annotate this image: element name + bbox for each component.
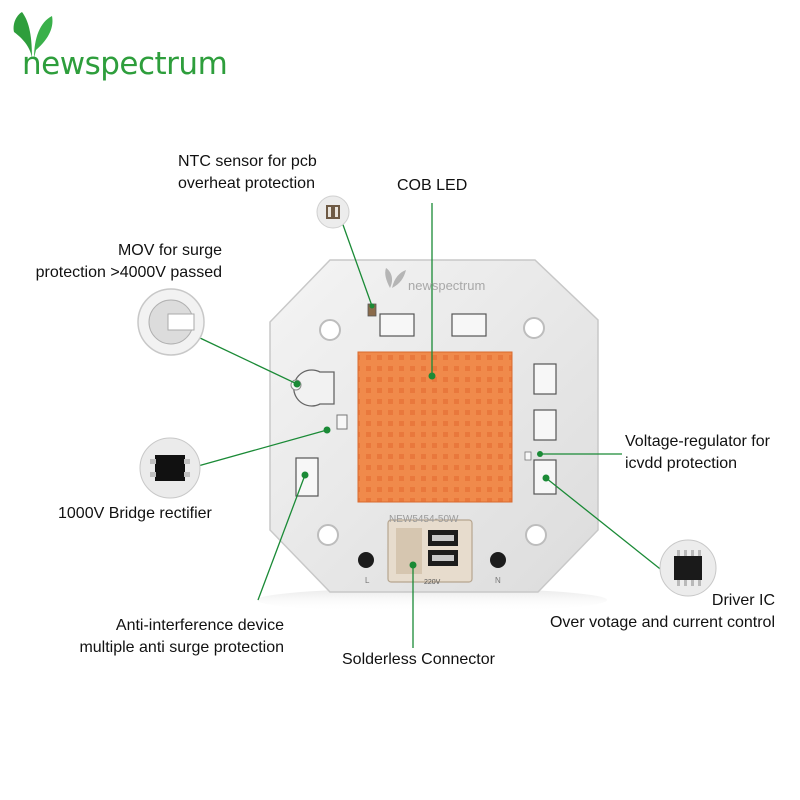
callout-anti-line1: Anti-interference device bbox=[115, 617, 284, 634]
callout-ntc: NTC sensor for pcb overheat protection bbox=[178, 151, 317, 195]
mov-detail-icon bbox=[137, 288, 205, 356]
leader-ntc bbox=[341, 221, 373, 307]
board-logo-leaf-icon bbox=[385, 268, 406, 288]
brand-logo-text: newspectrum bbox=[22, 46, 228, 82]
callout-cob-line1: COB LED bbox=[397, 177, 468, 194]
callout-cob: COB LED bbox=[397, 175, 467, 197]
terminal-hole-left bbox=[358, 552, 374, 568]
ntc-detail-icon bbox=[316, 195, 350, 229]
callout-mov-line2: protection >4000V passed bbox=[35, 264, 222, 281]
terminal-label-left: L bbox=[365, 576, 370, 585]
callout-anti-line2: multiple anti surge protection bbox=[79, 639, 284, 656]
callout-regulator-line1: Voltage-regulator for bbox=[625, 433, 770, 450]
callout-bridge: 1000V Bridge rectifier bbox=[58, 503, 212, 525]
callout-driver: Driver IC Over votage and current contro… bbox=[550, 590, 775, 634]
mounting-hole-bottom-right bbox=[525, 524, 547, 546]
callout-mov-line1: MOV for surge bbox=[117, 242, 222, 259]
callout-regulator: Voltage-regulator for icvdd protection bbox=[625, 431, 770, 475]
callout-bridge-line1: 1000V Bridge rectifier bbox=[58, 505, 212, 522]
board-model-text: NEW5454-50W bbox=[389, 514, 459, 525]
pad-right-1 bbox=[533, 363, 557, 395]
mounting-hole-bottom-left bbox=[317, 524, 339, 546]
board-logo-text: newspectrum bbox=[408, 278, 485, 293]
leader-anti bbox=[257, 474, 306, 601]
callout-anti: Anti-interference device multiple anti s… bbox=[79, 615, 284, 659]
leader-mov bbox=[199, 337, 298, 385]
brand-leaf-icon bbox=[13, 12, 53, 58]
pad-right-2 bbox=[533, 409, 557, 441]
leader-bridge bbox=[197, 429, 328, 467]
terminal-label-right: N bbox=[495, 576, 501, 585]
leader-driver bbox=[545, 477, 665, 573]
board-reflection bbox=[257, 588, 607, 612]
terminal-hole-right bbox=[490, 552, 506, 568]
mounting-hole-top-left bbox=[319, 319, 341, 341]
pad-right-small bbox=[524, 451, 532, 461]
callout-connector: Solderless Connector bbox=[342, 649, 495, 671]
driver-ic-detail-icon bbox=[659, 539, 717, 597]
callout-driver-line2: Over votage and current control bbox=[549, 614, 775, 631]
mounting-hole-top-right bbox=[523, 317, 545, 339]
pad-top-left bbox=[379, 313, 415, 337]
pad-top-right bbox=[451, 313, 487, 337]
callout-driver-line1: Driver IC bbox=[711, 592, 775, 609]
callout-ntc-line2: overheat protection bbox=[178, 175, 315, 192]
callout-regulator-line2: icvdd protection bbox=[625, 455, 738, 472]
callout-mov: MOV for surge protection >4000V passed bbox=[36, 240, 222, 284]
pad-left-bridge bbox=[336, 414, 348, 430]
callout-ntc-line1: NTC sensor for pcb bbox=[178, 153, 317, 170]
callout-connector-line1: Solderless Connector bbox=[342, 651, 495, 668]
bridge-rectifier-detail-icon bbox=[139, 437, 201, 499]
mov-footprint bbox=[293, 369, 335, 407]
board-voltage-text: 220V bbox=[424, 579, 441, 586]
